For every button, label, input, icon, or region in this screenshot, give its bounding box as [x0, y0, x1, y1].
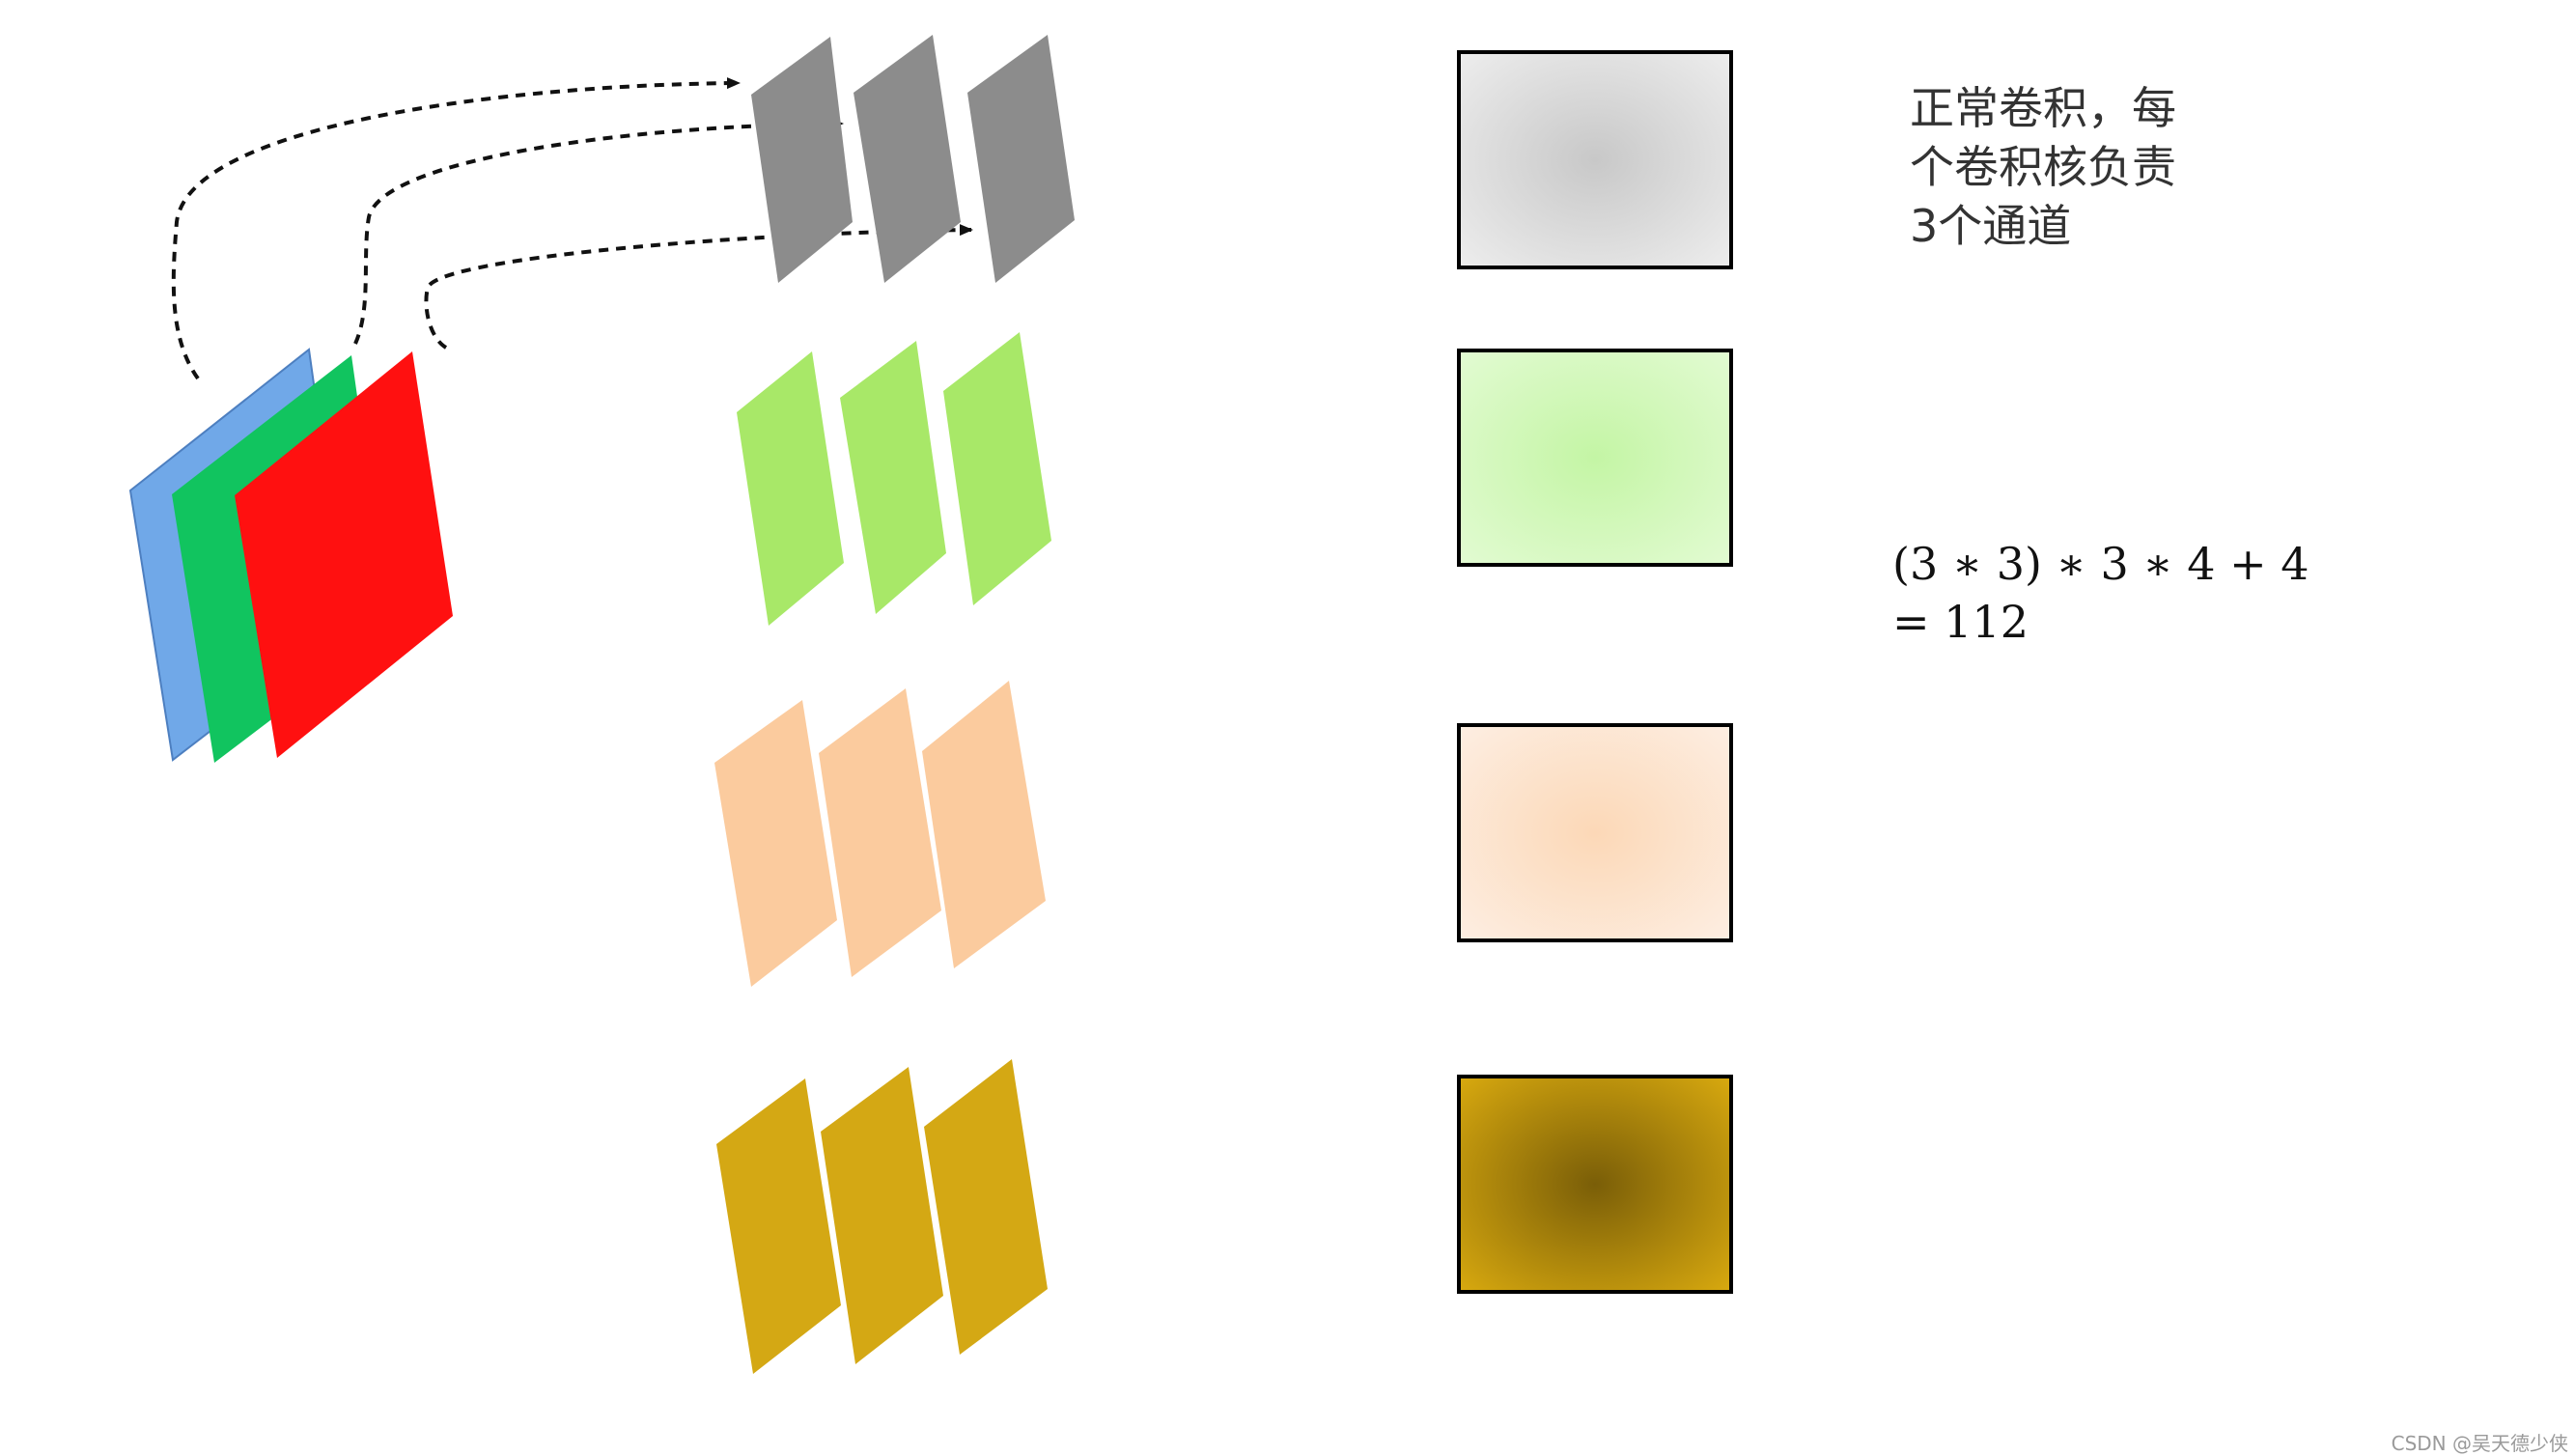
kernel-gold: [716, 1059, 1048, 1374]
watermark: CSDN @吴天德少侠: [2392, 1432, 2568, 1455]
output-maps: [1457, 50, 1733, 1294]
kernel-green-slice: [737, 351, 844, 626]
input-channel-red: [235, 351, 453, 758]
kernel-gold-slice: [821, 1067, 943, 1364]
output-map-green: [1457, 349, 1733, 567]
dashed-arrow-icon: [171, 77, 741, 380]
output-map-peach: [1457, 723, 1733, 942]
dashed-arrow-icon: [353, 118, 844, 345]
note-line: 3个通道: [1910, 200, 2071, 252]
channel-arrows: [171, 77, 973, 380]
kernel-green-slice: [840, 341, 946, 614]
kernel-peach-slice: [819, 688, 941, 977]
kernel-peach-slice: [922, 681, 1046, 968]
kernel-gray: [751, 35, 1075, 283]
parameter-formula: (3 ∗ 3) ∗ 3 ∗ 4 + 4 = 112: [1892, 538, 2309, 648]
kernel-peach-slice: [714, 700, 837, 987]
kernel-gold-slice: [716, 1078, 841, 1374]
input-tensor: [128, 348, 453, 763]
note-line: 正常卷积，每: [1910, 82, 2176, 134]
output-map-gray: [1457, 50, 1733, 269]
kernel-gold-slice: [924, 1059, 1048, 1355]
kernel-green: [737, 332, 1051, 626]
annotation-note: 正常卷积，每 个卷积核负责 3个通道: [1910, 82, 2176, 252]
output-map-gold: [1457, 1075, 1733, 1294]
formula-line: (3 ∗ 3) ∗ 3 ∗ 4 + 4: [1892, 538, 2309, 590]
kernel-green-slice: [943, 332, 1051, 605]
note-line: 个卷积核负责: [1910, 141, 2176, 193]
kernel-gray-slice: [967, 35, 1075, 283]
formula-line: = 112: [1892, 596, 2029, 648]
kernel-peach: [714, 681, 1046, 987]
kernel-gray-slice: [854, 35, 961, 283]
kernel-gray-slice: [751, 37, 853, 283]
